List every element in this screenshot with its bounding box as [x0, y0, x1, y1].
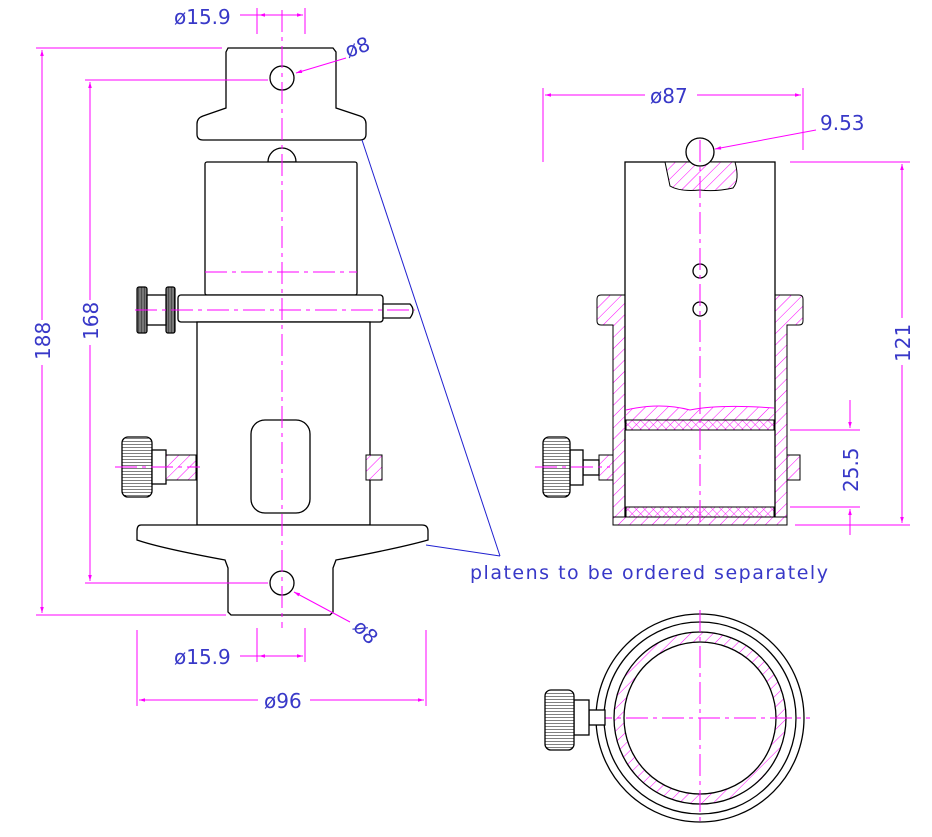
section-right-tab	[786, 454, 801, 481]
dim-top-hole-dia: ø8	[342, 32, 374, 63]
window	[250, 419, 311, 514]
upper-cylinder	[204, 161, 358, 296]
dim-platen-gap: 25.5	[839, 447, 863, 492]
sleeve-wall-left	[596, 294, 626, 521]
collar-band	[177, 294, 384, 323]
dim-bottom-hole-dia: ø8	[348, 615, 383, 650]
tube-top-section	[664, 161, 738, 192]
collar-pin	[382, 303, 414, 319]
dim-ball-dia: 9.53	[820, 111, 865, 135]
right-tab	[365, 454, 383, 481]
dim-outer-dia: ø87	[650, 84, 688, 108]
dim-height-holes: 168	[79, 302, 103, 340]
dim-base-dia: ø96	[264, 689, 302, 713]
dim-section-height: 121	[891, 324, 915, 362]
bottom-knob	[544, 689, 575, 751]
section-view: ø87 9.53 121 25.5	[535, 84, 915, 535]
platens-note: platens to be ordered separately	[470, 562, 829, 584]
dimensions-side	[36, 8, 427, 706]
dim-height-overall: 188	[31, 322, 55, 360]
dim-bottom-stem-dia: ø15.9	[174, 645, 231, 669]
dimensions-section	[542, 88, 910, 535]
bottom-view	[544, 610, 810, 826]
note-leaders	[361, 139, 501, 557]
sleeve-wall-right	[774, 294, 804, 521]
side-view: ø15.9 ø8 188 168 ø15.9 ø8 ø96	[31, 5, 429, 713]
dim-top-stem-dia: ø15.9	[174, 5, 231, 29]
